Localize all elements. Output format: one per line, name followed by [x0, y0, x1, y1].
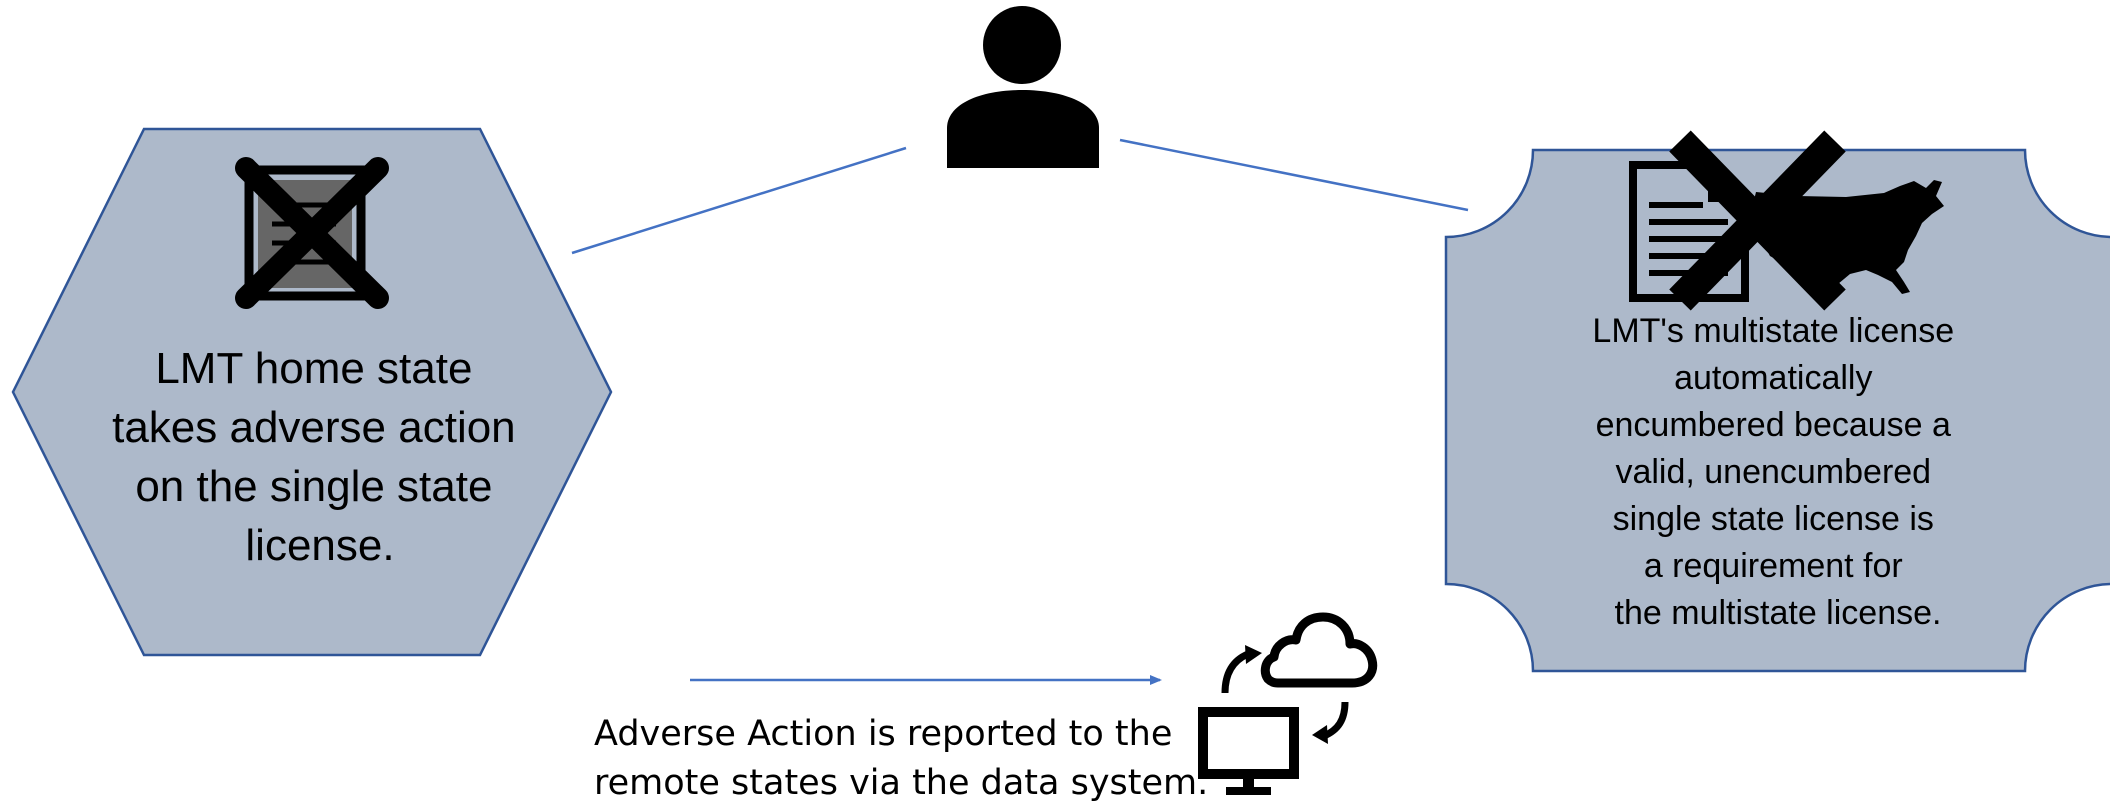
multistate-label-line: LMT's multistate license	[1592, 312, 1954, 350]
ticket-shape	[1444, 148, 2110, 673]
home-state-label-line: takes adverse action	[112, 403, 516, 452]
connector-person-to-multistate	[1119, 138, 1469, 212]
home-state-node: LMT home state takes adverse action on t…	[11, 127, 613, 657]
home-state-label-line: LMT home state	[155, 344, 472, 393]
home-state-label-line: on the single state	[135, 462, 492, 511]
connector-home-to-person	[571, 146, 907, 255]
hexagon-shape	[11, 127, 613, 657]
home-state-label-line: license.	[245, 521, 394, 570]
multistate-label-line: valid, unencumbered	[1615, 453, 1931, 491]
computer-icon	[1198, 707, 1299, 795]
multistate-label-line: automatically	[1674, 359, 1872, 397]
multistate-label-line: a requirement for	[1644, 547, 1903, 585]
data-system-caption-line: Adverse Action is reported to the	[594, 714, 1172, 754]
home-state-label: LMT home state takes adverse action on t…	[112, 344, 528, 570]
person-icon	[947, 6, 1099, 168]
crossed-out-license-icon	[235, 157, 389, 309]
x-mark-icon	[1669, 130, 1846, 311]
multistate-label-line: the multistate license.	[1615, 594, 1942, 632]
cloud-sync-computer-icon	[1198, 612, 1378, 795]
multistate-label: LMT's multistate license automatically e…	[1592, 312, 1963, 632]
multistate-license-node: LMT's multistate license automatically e…	[1444, 130, 2110, 673]
data-system-caption-line: remote states via the data system.	[594, 763, 1208, 803]
multistate-label-line: single state license is	[1613, 500, 1934, 538]
multistate-label-line: encumbered because a	[1596, 406, 1951, 444]
cloud-icon	[1260, 612, 1378, 688]
data-system-caption: Adverse Action is reported to the remote…	[594, 714, 1208, 803]
sync-arrow-icon	[1221, 650, 1250, 694]
